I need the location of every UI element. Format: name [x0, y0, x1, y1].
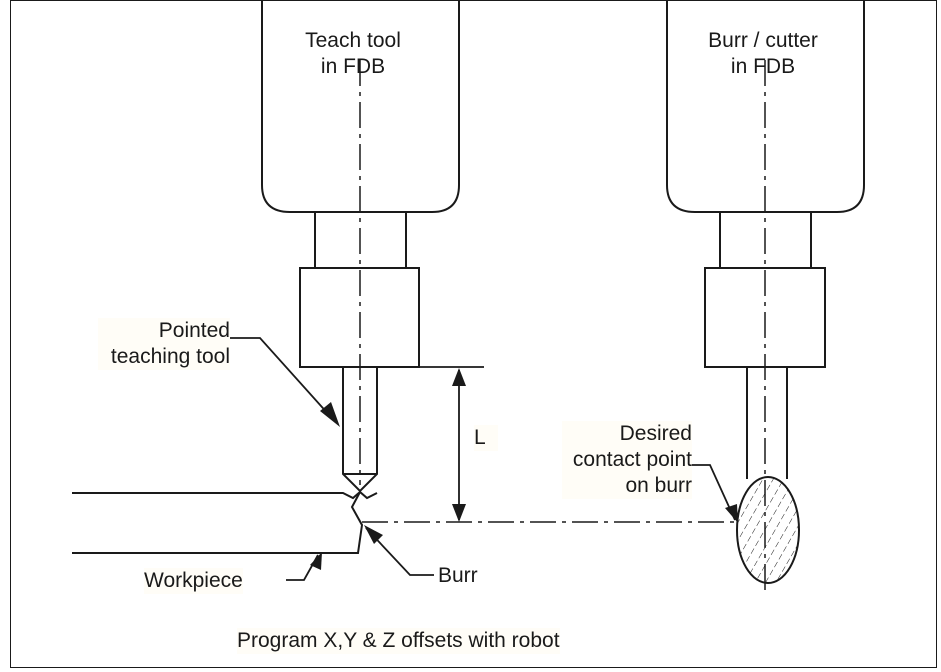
- pointed-tool-leader: [230, 337, 331, 417]
- burr-cutter-label-line2: in FDB: [730, 55, 796, 78]
- desired-contact-point-label: Desired contact point on burr: [562, 421, 692, 499]
- pointed-tool-arrow: [320, 402, 340, 427]
- burr-leader: [365, 527, 434, 576]
- desired-label-line3: on burr: [625, 474, 692, 497]
- desired-label-line2: contact point: [572, 448, 692, 471]
- diagram-frame: [10, 0, 937, 668]
- burr-cutter-label: Burr / cutter in FDB: [688, 28, 838, 80]
- burr-cutter-label-line1: Burr / cutter: [708, 29, 818, 52]
- workpiece-burr-edge: [72, 491, 364, 554]
- dimension-arrow-bottom: [452, 504, 466, 522]
- teach-tool-label-line1: Teach tool: [305, 29, 401, 52]
- burr-arrow: [364, 525, 383, 544]
- burr-label: Burr: [438, 564, 478, 587]
- burr-hatch: [737, 477, 799, 583]
- workpiece-leader: [286, 554, 319, 581]
- workpiece-top-edge: [72, 490, 378, 500]
- contact-point-arrow: [725, 504, 738, 523]
- dimension-arrow-top: [452, 368, 466, 386]
- pointed-label-line2: teaching tool: [110, 345, 230, 368]
- teach-tool-label: Teach tool in FDB: [288, 28, 418, 80]
- teach-tool-label-line2: in FDB: [320, 55, 386, 78]
- dimension-L-label: L: [474, 425, 498, 451]
- workpiece-label: Workpiece: [144, 568, 243, 594]
- pointed-teaching-tool-label: Pointed teaching tool: [98, 318, 230, 370]
- desired-label-line1: Desired: [619, 422, 692, 445]
- contact-point-leader: [690, 464, 736, 521]
- pointed-label-line1: Pointed: [158, 319, 230, 342]
- workpiece-arrow: [310, 552, 322, 570]
- program-offsets-caption: Program X,Y & Z offsets with robot: [237, 628, 560, 654]
- burr-shank: [746, 367, 788, 479]
